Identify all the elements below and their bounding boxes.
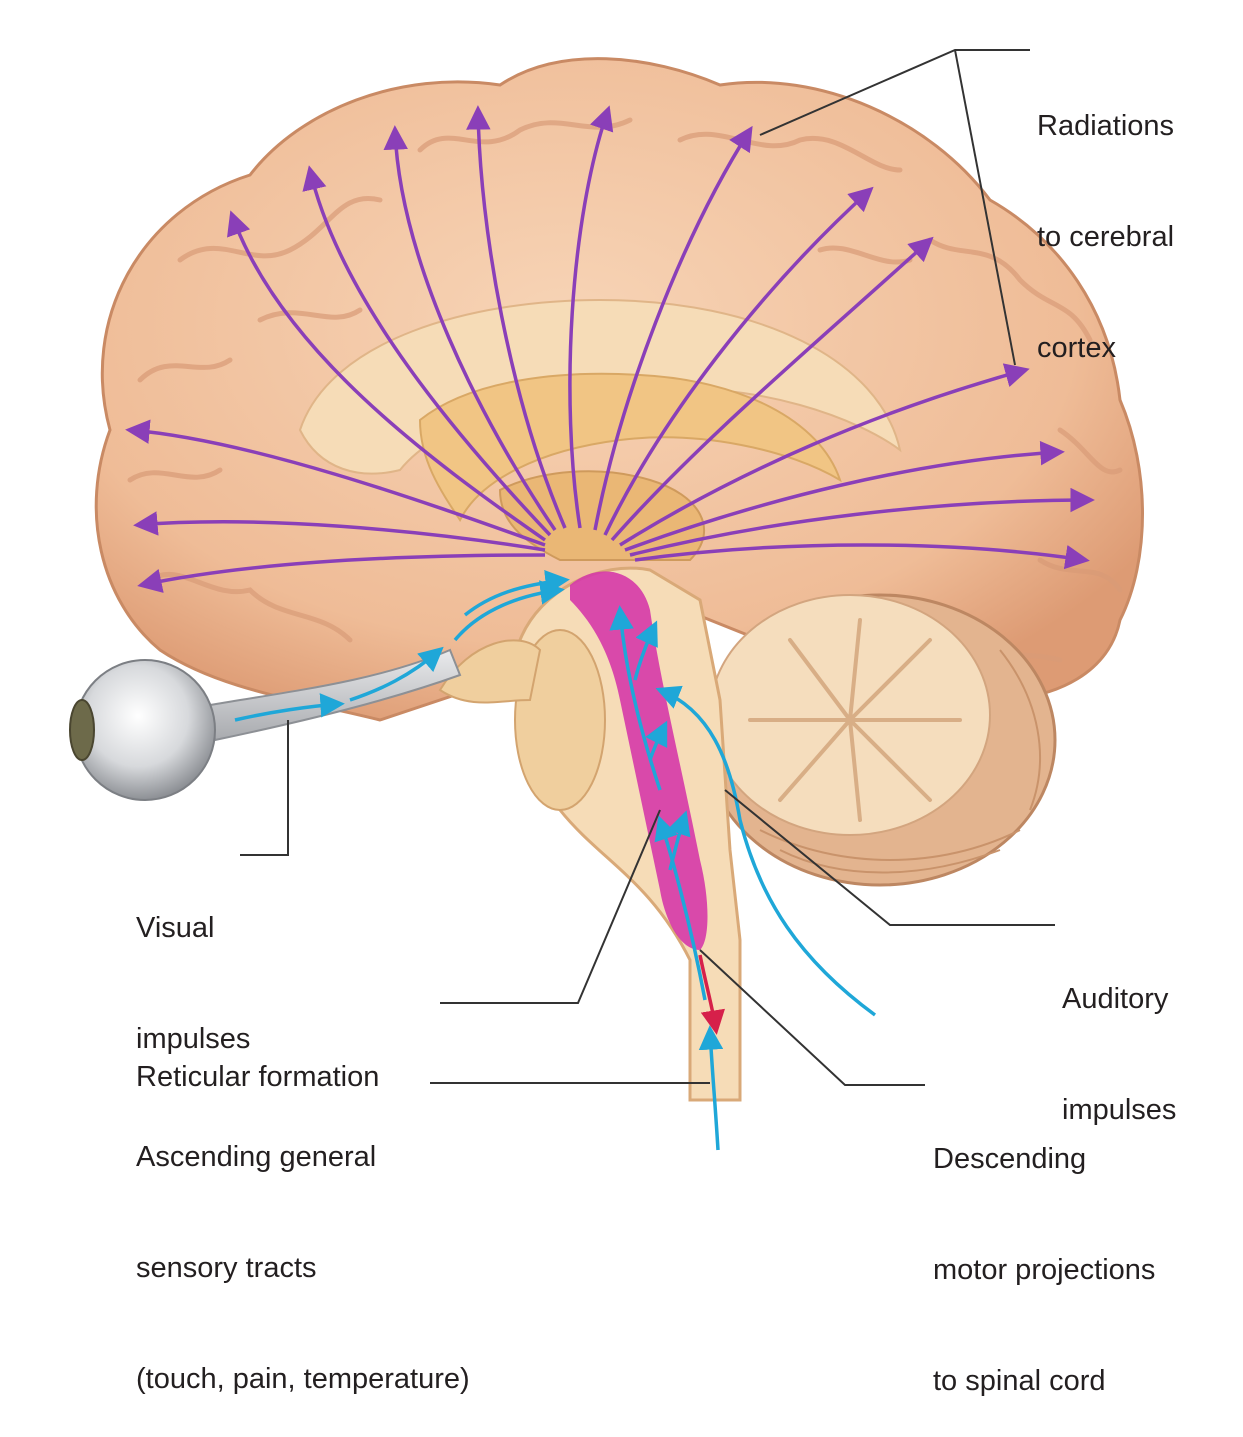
radiation-arrows — [125, 105, 1095, 593]
radiations-label-line-1: Radiations — [1037, 110, 1175, 142]
auditory-leader — [724, 789, 1055, 926]
descending-leader — [699, 949, 925, 1086]
descending-label-line-1: Descending — [933, 1143, 1087, 1175]
reticular-label: Reticular formation — [136, 985, 379, 1133]
descending-label-line-3: to spinal cord — [933, 1365, 1106, 1397]
sensory-impulse-arrows — [234, 569, 877, 1151]
reticular-label-line-1: Reticular formation — [136, 1061, 380, 1093]
leader-lines — [240, 49, 1055, 1086]
ascending-label: Ascending general sensory tracts (touch,… — [136, 1065, 470, 1435]
radiations-leader-2 — [954, 49, 1016, 366]
auditory-label-line-2: impulses — [1062, 1094, 1177, 1126]
motor-projection-arrow — [698, 954, 725, 1035]
radiations-label: Radiations to cerebral cortex — [1037, 34, 1174, 404]
visual-label: Visual impulses — [136, 836, 250, 1095]
descending-label-line-2: motor projections — [933, 1254, 1156, 1286]
visual-label-line-2: impulses — [136, 1023, 251, 1055]
radiations-label-line-3: cortex — [1037, 332, 1116, 364]
cerebellum — [703, 593, 1057, 887]
auditory-label-line-1: Auditory — [1062, 983, 1169, 1015]
brainstem — [438, 566, 742, 1102]
descending-label: Descending motor projections to spinal c… — [933, 1067, 1155, 1437]
visual-leader — [240, 720, 289, 856]
radiations-label-line-2: to cerebral — [1037, 221, 1175, 253]
reticular-leader — [440, 809, 661, 1004]
visual-label-line-1: Visual — [136, 912, 215, 944]
ascending-label-line-2: sensory tracts — [136, 1252, 317, 1284]
auditory-label: Auditory impulses — [1062, 907, 1176, 1166]
ascending-label-line-3: (touch, pain, temperature) — [136, 1363, 470, 1395]
ascending-label-line-1: Ascending general — [136, 1141, 377, 1173]
reticular-activating-system-diagram — [69, 49, 1144, 1151]
